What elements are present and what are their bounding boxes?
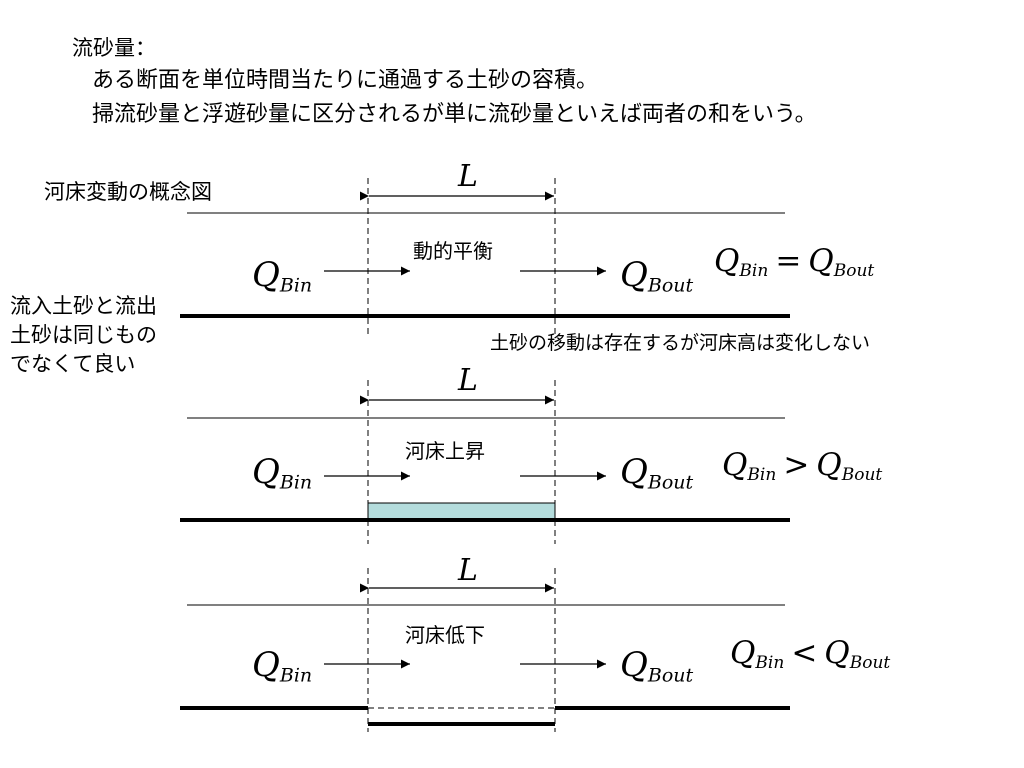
state-label-aggradation: 河床上昇 xyxy=(405,439,485,463)
flux-relation: QBin=QBout xyxy=(714,243,875,281)
side-note: 流入土砂と流出土砂は同じものでなくて良い xyxy=(10,294,157,376)
diagram-title: 河床変動の概念図 xyxy=(44,180,212,204)
length-label: L xyxy=(458,553,478,588)
q-out-label: QBout xyxy=(620,452,694,494)
state-label-degradation: 河床低下 xyxy=(405,623,485,647)
sediment-deposit xyxy=(367,502,556,521)
flux-relation: QBin>QBout xyxy=(722,447,883,485)
flux-relation: QBin<QBout xyxy=(730,635,891,673)
definition-line-2: 掃流砂量と浮遊砂量に区分されるが単に流砂量といえば両者の和をいう。 xyxy=(92,102,817,127)
q-out-label: QBout xyxy=(620,255,694,297)
length-label: L xyxy=(458,363,478,398)
state-label-equilibrium: 動的平衡 xyxy=(413,239,493,263)
q-in-label: QBin xyxy=(252,452,313,494)
definition-line-1: ある断面を単位時間当たりに通過する土砂の容積。 xyxy=(92,68,599,93)
q-in-label: QBin xyxy=(252,645,313,687)
q-out-label: QBout xyxy=(620,645,694,687)
length-label: L xyxy=(458,159,478,194)
q-in-label: QBin xyxy=(252,255,313,297)
definition-title: 流砂量： xyxy=(72,36,156,60)
equilibrium-note: 土砂の移動は存在するが河床高は変化しない xyxy=(490,332,871,354)
